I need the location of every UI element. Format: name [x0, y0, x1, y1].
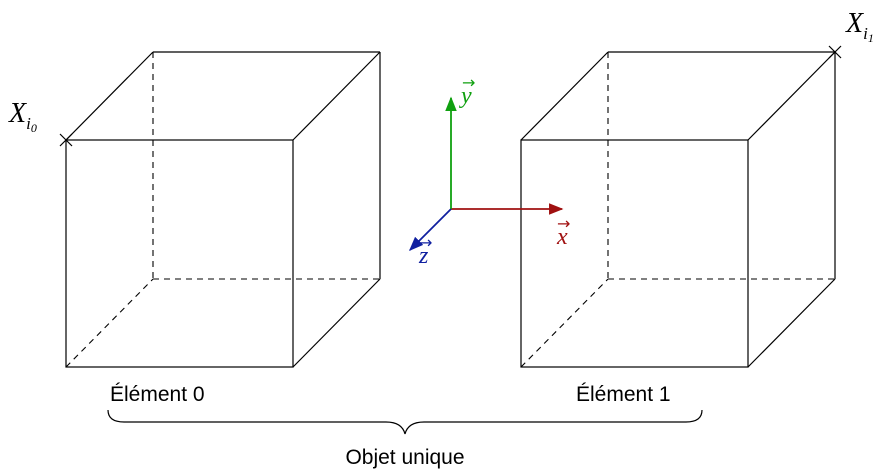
element-label-0: Élément 0: [110, 383, 205, 406]
cube-1-bottom-right-edge: [747, 278, 836, 368]
element-label-1: Élément 1: [576, 383, 671, 406]
cube-0-front-face: [65, 139, 294, 368]
cube-0-top-left-edge: [65, 51, 154, 141]
cube-1-top-left-edge: [520, 51, 609, 141]
point-marker-0: [59, 133, 73, 147]
y-axis-label: y →: [459, 73, 475, 109]
group-label: Objet unique: [345, 446, 464, 469]
z-axis-arrow: [408, 208, 452, 252]
cube-1-hidden-diagonal-edge: [520, 278, 609, 368]
cube-0-bottom-right-edge: [292, 278, 381, 368]
svg-text:→: →: [419, 233, 432, 252]
axes-group: [408, 96, 564, 252]
cube-element-1: [520, 51, 836, 368]
svg-text:→: →: [462, 73, 475, 92]
point-label-1: Xi1: [845, 8, 874, 45]
cube-1-front-face: [520, 139, 749, 368]
point-label-0: Xi0: [8, 98, 37, 135]
point-marker-1: [828, 45, 842, 59]
svg-text:y: y: [459, 83, 472, 109]
cube-element-0: [65, 51, 381, 368]
svg-text:z: z: [418, 243, 429, 269]
cube-0-top-right-edge: [292, 51, 381, 141]
z-axis-label: z →: [418, 233, 432, 269]
cube-1-top-right-edge: [747, 51, 836, 141]
svg-text:→: →: [557, 214, 570, 233]
group-brace: [107, 409, 703, 435]
cube-0-hidden-diagonal-edge: [65, 278, 154, 368]
svg-text:x: x: [556, 224, 568, 250]
x-axis-label: x →: [556, 214, 570, 250]
